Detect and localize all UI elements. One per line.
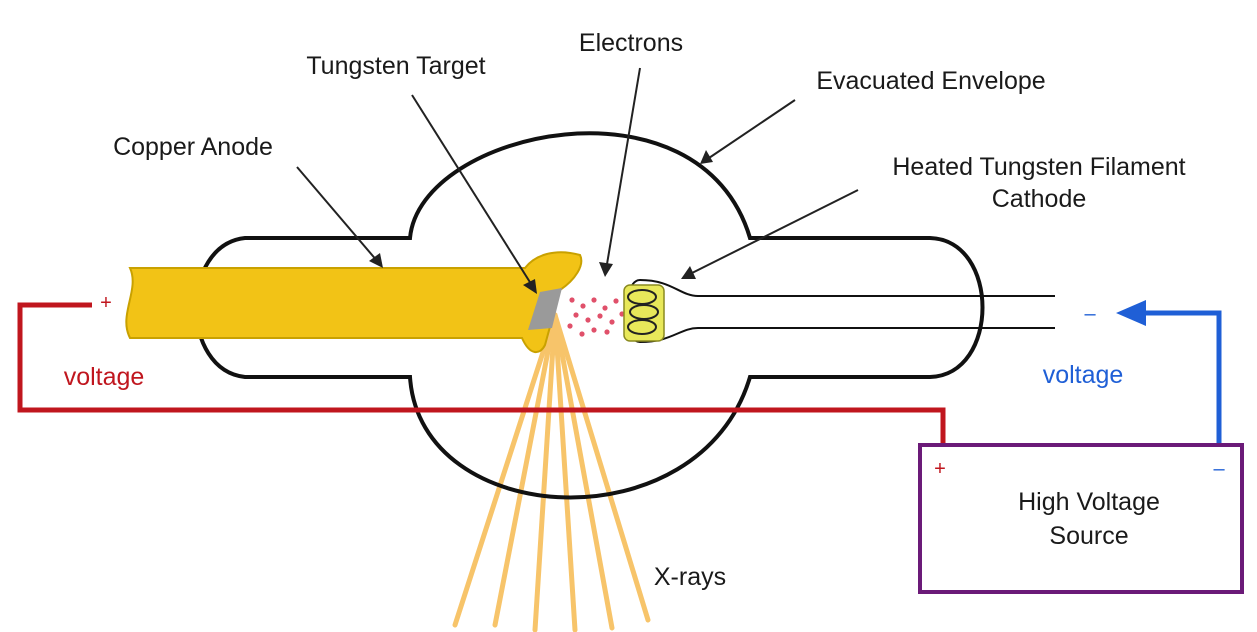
- electron: [567, 323, 573, 329]
- label-filament-line2: Cathode: [992, 185, 1087, 213]
- source-plus-sign: +: [934, 458, 946, 480]
- source-label-line2: Source: [1049, 522, 1128, 550]
- leader-evacuated-envelope: [705, 99, 796, 161]
- coil-loop: [627, 289, 657, 305]
- plus-sign-left: +: [100, 292, 112, 314]
- arrow-head-icon: [599, 262, 613, 277]
- leader-arrowheads: [369, 150, 713, 294]
- electron: [579, 331, 585, 337]
- leader-filament: [687, 189, 859, 276]
- leader-electrons: [605, 67, 641, 271]
- xray-beam: [552, 312, 615, 631]
- arrow-head-icon: [681, 266, 696, 279]
- label-voltage-right: voltage: [1043, 361, 1124, 389]
- heated-filament: [623, 284, 665, 342]
- copper-anode: [125, 251, 583, 353]
- label-tungsten-target: Tungsten Target: [306, 52, 485, 80]
- source-label-line1: High Voltage: [1018, 488, 1160, 516]
- evacuated-envelope: [194, 131, 985, 500]
- positive-wire: [17, 302, 946, 445]
- xray-beam: [492, 312, 558, 628]
- electron-stream: [567, 297, 625, 337]
- coil-loop: [627, 319, 657, 335]
- coil-loop: [629, 304, 659, 320]
- xray-beam: [532, 312, 558, 632]
- cathode-stem: [625, 278, 1055, 344]
- electron: [591, 327, 597, 333]
- electron: [609, 319, 615, 325]
- electron: [585, 317, 591, 323]
- filament-coil: [627, 289, 659, 335]
- electron: [580, 303, 586, 309]
- label-copper-anode: Copper Anode: [113, 133, 273, 161]
- electron: [573, 312, 579, 318]
- label-electrons: Electrons: [579, 29, 683, 57]
- arrow-head-icon: [523, 279, 537, 294]
- xray-beams: [452, 312, 651, 632]
- negative-wire: [1140, 310, 1222, 445]
- xray-beam: [452, 312, 558, 628]
- label-evacuated-envelope: Evacuated Envelope: [816, 67, 1045, 95]
- arrow-head-icon: [1116, 300, 1146, 326]
- arrow-head-icon: [369, 253, 383, 268]
- leader-tungsten-target: [411, 94, 534, 288]
- leader-lines: [296, 67, 859, 288]
- electron: [597, 313, 603, 319]
- minus-sign-right: –: [1084, 303, 1096, 325]
- source-minus-sign: –: [1213, 458, 1225, 480]
- label-xrays: X-rays: [654, 563, 726, 591]
- electron: [613, 298, 619, 304]
- electron: [602, 305, 608, 311]
- high-voltage-source-box: [918, 443, 1244, 594]
- label-filament-line1: Heated Tungsten Filament: [892, 153, 1185, 181]
- xray-beam: [552, 312, 651, 623]
- xray-beam: [552, 312, 578, 632]
- leader-copper-anode: [296, 166, 379, 263]
- electron: [569, 297, 575, 303]
- label-voltage-left: voltage: [64, 363, 145, 391]
- tungsten-target: [528, 288, 562, 330]
- electron: [604, 329, 610, 335]
- arrow-head-icon: [700, 150, 713, 164]
- electron: [591, 297, 597, 303]
